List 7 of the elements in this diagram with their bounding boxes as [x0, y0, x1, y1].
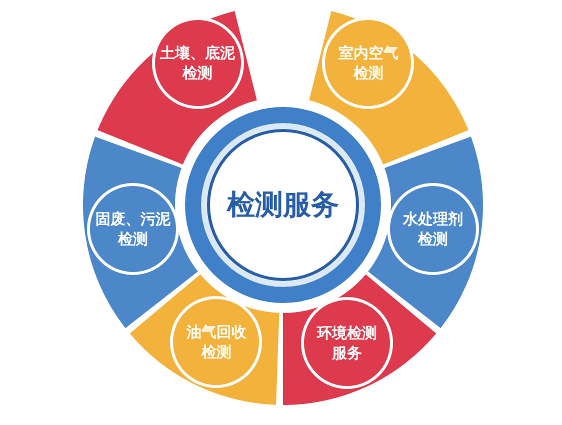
service-label: 环境检测服务 — [316, 322, 378, 363]
service-label: 室内空气检测 — [337, 42, 400, 83]
center-title: 检测服务 — [227, 187, 339, 223]
service-label: 水处理剂检测 — [402, 208, 464, 249]
service-label: 土壤、底泥检测 — [159, 42, 236, 83]
service-label: 固废、污泥检测 — [94, 208, 172, 249]
service-label: 油气回收检测 — [185, 322, 248, 362]
